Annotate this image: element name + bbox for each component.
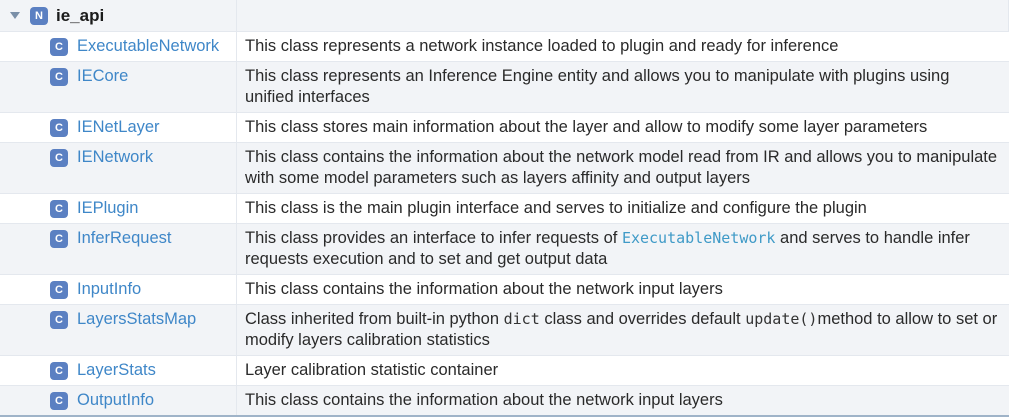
class-description: Layer calibration statistic container [236, 355, 1009, 386]
class-link-outputinfo[interactable]: OutputInfo [77, 391, 155, 409]
class-description: Class inherited from built-in python dic… [236, 304, 1009, 356]
class-badge-icon: C [50, 230, 68, 248]
code-dict: dict [503, 310, 540, 328]
class-link-layerstats[interactable]: LayerStats [77, 361, 156, 379]
class-badge-icon: C [50, 68, 68, 86]
table-row: C InputInfo This class contains the info… [0, 274, 1009, 305]
class-badge-icon: C [50, 119, 68, 137]
table-row: C IENetwork This class contains the info… [0, 142, 1009, 194]
class-link-ienetlayer[interactable]: IENetLayer [77, 118, 160, 136]
table-row: C InferRequest This class provides an in… [0, 223, 1009, 275]
namespace-badge: N [30, 6, 48, 25]
class-badge-icon: C [50, 392, 68, 410]
table-row: C LayersStatsMap Class inherited from bu… [0, 304, 1009, 356]
table-row: C IECore This class represents an Infere… [0, 61, 1009, 113]
class-badge-icon: C [50, 362, 68, 380]
namespace-cell: N ie_api [0, 0, 237, 32]
class-link-ienetwork[interactable]: IENetwork [77, 148, 154, 166]
class-description: This class provides an interface to infe… [236, 223, 1009, 275]
code-update: update() [745, 310, 818, 328]
table-row: C ExecutableNetwork This class represent… [0, 31, 1009, 62]
class-badge-icon: C [50, 149, 68, 167]
class-description: This class is the main plugin interface … [236, 193, 1009, 224]
class-link-executablenetwork[interactable]: ExecutableNetwork [77, 37, 220, 55]
class-badge-icon: C [50, 311, 68, 329]
table-row: C OutputInfo This class contains the inf… [0, 385, 1009, 417]
class-link-inferrequest[interactable]: InferRequest [77, 229, 172, 247]
class-description: This class stores main information about… [236, 112, 1009, 143]
class-link-ieplugin[interactable]: IEPlugin [77, 199, 139, 217]
table-row: C LayerStats Layer calibration statistic… [0, 355, 1009, 386]
class-description: This class represents a network instance… [236, 31, 1009, 62]
class-description: This class contains the information abou… [236, 142, 1009, 194]
table-row: C IEPlugin This class is the main plugin… [0, 193, 1009, 224]
triangle-down-icon[interactable] [10, 12, 20, 19]
class-description: This class contains the information abou… [236, 274, 1009, 305]
class-link-layersstatsmap[interactable]: LayersStatsMap [77, 310, 197, 328]
namespace-desc-cell [236, 0, 1009, 32]
table-row: C IENetLayer This class stores main info… [0, 112, 1009, 143]
class-link-inputinfo[interactable]: InputInfo [77, 280, 142, 298]
code-ref-executablenetwork[interactable]: ExecutableNetwork [621, 229, 776, 247]
class-badge-icon: C [50, 281, 68, 299]
class-description: This class represents an Inference Engin… [236, 61, 1009, 113]
class-description: This class contains the information abou… [236, 385, 1009, 417]
namespace-row: N ie_api [0, 0, 1009, 32]
class-badge-icon: C [50, 200, 68, 218]
class-link-iecore[interactable]: IECore [77, 67, 129, 85]
class-badge-icon: C [50, 38, 68, 56]
namespace-name: ie_api [56, 6, 105, 25]
